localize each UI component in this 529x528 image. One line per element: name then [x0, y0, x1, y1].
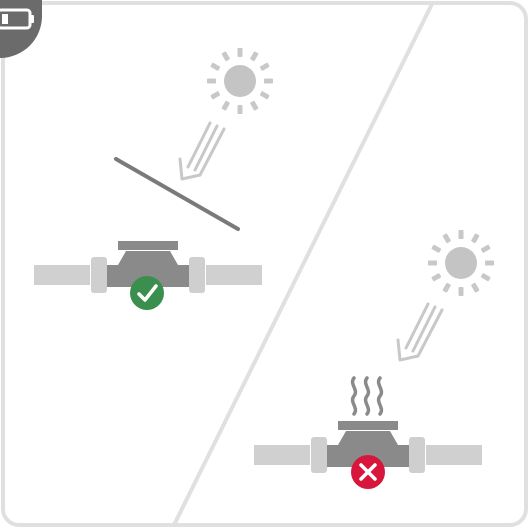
shade-cover	[114, 157, 240, 231]
heat-waves-icon	[350, 376, 384, 416]
panel-divider	[172, 3, 434, 526]
check-icon	[130, 276, 164, 310]
sunlight-rays	[178, 121, 226, 181]
sunlight-rays	[396, 302, 444, 362]
battery-badge	[0, 0, 42, 58]
panel-unshaded	[254, 230, 494, 489]
sun-icon	[428, 230, 494, 296]
cross-icon	[351, 455, 385, 489]
battery-icon	[0, 8, 34, 30]
sun-icon	[207, 48, 273, 114]
panel-shaded	[34, 48, 273, 310]
